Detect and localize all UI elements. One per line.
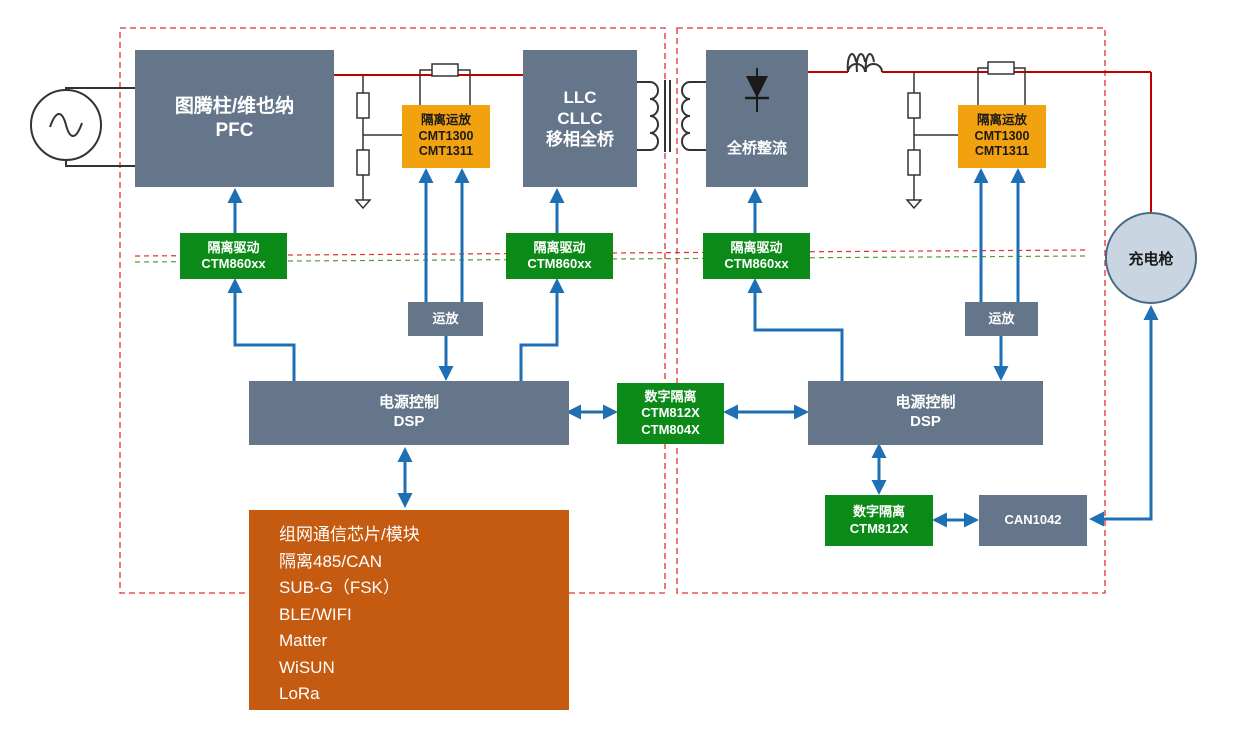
comm-line-1: 组网通信芯片/模块 (279, 525, 420, 544)
opamp-left-label: 运放 (432, 310, 459, 326)
rectifier-block: 全桥整流 (706, 50, 808, 187)
driver-1-line-2: CTM860xx (201, 256, 266, 271)
opamp-left: 运放 (408, 302, 483, 336)
isolated-driver-3: 隔离驱动 CTM860xx (703, 233, 810, 279)
iso-amp-left-line-1: 隔离运放 (420, 113, 471, 128)
iso-amp-left-line-2: CMT1300 (418, 128, 474, 143)
isolated-amp-left: 隔离运放 CMT1300 CMT1311 (402, 105, 490, 168)
ac-source-icon (30, 87, 135, 167)
comm-line-2: 隔离485/CAN (279, 551, 382, 571)
secondary-power-line (808, 71, 1152, 212)
isolated-driver-2: 隔离驱动 CTM860xx (506, 233, 613, 279)
rectifier-label: 全桥整流 (726, 140, 787, 158)
resistor-icon (431, 63, 459, 77)
llc-label-line-2: CLLC (557, 108, 603, 128)
llc-label-line-3: 移相全桥 (546, 130, 614, 150)
can-transceiver: CAN1042 (979, 495, 1087, 546)
pfc-label-line-2: PFC (215, 119, 254, 141)
charging-gun-label: 充电枪 (1128, 250, 1174, 268)
dsp-left: 电源控制 DSP (249, 381, 569, 445)
resistor-icon (907, 92, 921, 119)
can-label: CAN1042 (1004, 512, 1062, 528)
ground-icon (905, 199, 923, 210)
comm-line-4: BLE/WIFI (279, 604, 352, 624)
isolated-amp-right: 隔离运放 CMT1300 CMT1311 (958, 105, 1046, 168)
charging-gun: 充电枪 (1105, 212, 1197, 304)
comm-module-block: 组网通信芯片/模块 隔离485/CAN SUB-G（FSK） BLE/WIFI … (249, 510, 569, 710)
dsp-left-line-1: 电源控制 (378, 394, 439, 412)
digital-iso-center-line-1: 数字隔离 (644, 389, 697, 405)
digital-isolator-center: 数字隔离 CTM812X CTM804X (617, 383, 724, 444)
resistor-icon (356, 149, 370, 176)
pfc-label-line-1: 图腾柱/维也纳 (174, 95, 295, 117)
dsp-right-line-2: DSP (910, 413, 941, 430)
isolated-driver-1: 隔离驱动 CTM860xx (180, 233, 287, 279)
digital-iso-right-line-2: CTM812X (849, 520, 909, 536)
resistor-icon (907, 149, 921, 176)
opamp-right-label: 运放 (988, 310, 1015, 326)
driver-3-line-2: CTM860xx (724, 256, 789, 271)
iso-amp-right-line-3: CMT1311 (974, 144, 1030, 159)
resistor-icon (987, 61, 1015, 75)
iso-amp-right-line-2: CMT1300 (974, 128, 1030, 143)
comm-line-7: LoRa (279, 684, 320, 703)
llc-block: LLC CLLC 移相全桥 (523, 50, 637, 187)
inductor-icon (846, 53, 883, 73)
iso-amp-right-line-1: 隔离运放 (976, 113, 1027, 128)
transformer-icon (637, 80, 706, 152)
digital-iso-right-line-1: 数字隔离 (852, 504, 905, 520)
dsp-right: 电源控制 DSP (808, 381, 1043, 445)
iso-amp-left-line-3: CMT1311 (418, 144, 474, 159)
pfc-block: 图腾柱/维也纳 PFC (135, 50, 334, 187)
llc-label-line-1: LLC (563, 87, 597, 107)
signal-arrows (227, 168, 1159, 528)
diode-icon (745, 68, 769, 112)
digital-isolator-right: 数字隔离 CTM812X (825, 495, 933, 546)
ground-icon (354, 199, 372, 210)
comm-line-3: SUB-G（FSK） (279, 578, 400, 597)
driver-1-line-1: 隔离驱动 (207, 239, 260, 255)
comm-line-6: WiSUN (279, 657, 335, 677)
dsp-right-line-1: 电源控制 (895, 394, 956, 412)
resistor-icon (356, 92, 370, 119)
digital-iso-center-line-3: CTM804X (641, 421, 700, 437)
comm-line-5: Matter (279, 631, 328, 650)
dsp-left-line-2: DSP (393, 413, 425, 430)
driver-2-line-1: 隔离驱动 (533, 239, 586, 255)
driver-3-line-1: 隔离驱动 (730, 239, 783, 255)
driver-2-line-2: CTM860xx (527, 256, 592, 271)
digital-iso-center-line-2: CTM812X (641, 405, 700, 421)
opamp-right: 运放 (965, 302, 1038, 336)
